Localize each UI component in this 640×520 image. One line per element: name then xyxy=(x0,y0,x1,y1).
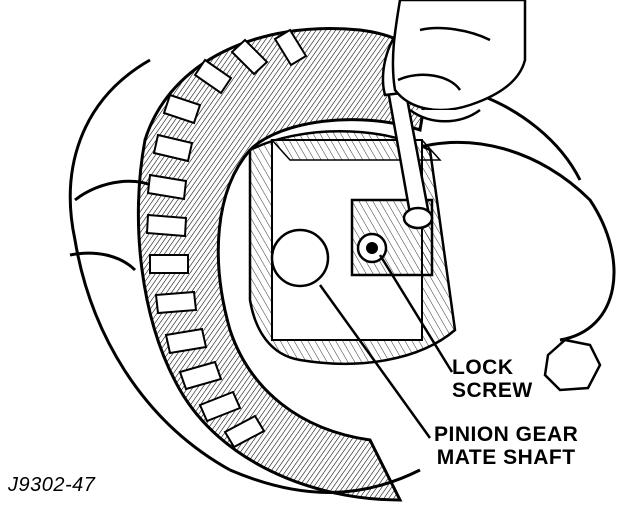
pinion-shaft-leader xyxy=(318,284,432,439)
lock-screw-label: LOCK SCREW xyxy=(452,356,533,402)
lock-screw-label-line1: LOCK xyxy=(452,356,514,379)
pinion-mate-shaft-bore xyxy=(270,228,330,288)
pinion-gear-mate-shaft-label: PINION GEAR MATE SHAFT xyxy=(434,423,578,469)
callout-leaders xyxy=(318,254,454,439)
ring-gear xyxy=(136,27,432,502)
technician-hand xyxy=(391,0,527,123)
bearing-cap-bolt xyxy=(543,338,602,392)
lock-screw-label-line2: SCREW xyxy=(452,379,533,402)
lock-screw-boss xyxy=(350,198,434,277)
figure-code: J9302-47 xyxy=(8,474,96,496)
pinion-label-line1: PINION GEAR xyxy=(434,423,579,446)
pinion-label-line2: MATE SHAFT xyxy=(436,446,576,469)
lock-screw-leader xyxy=(378,254,454,373)
